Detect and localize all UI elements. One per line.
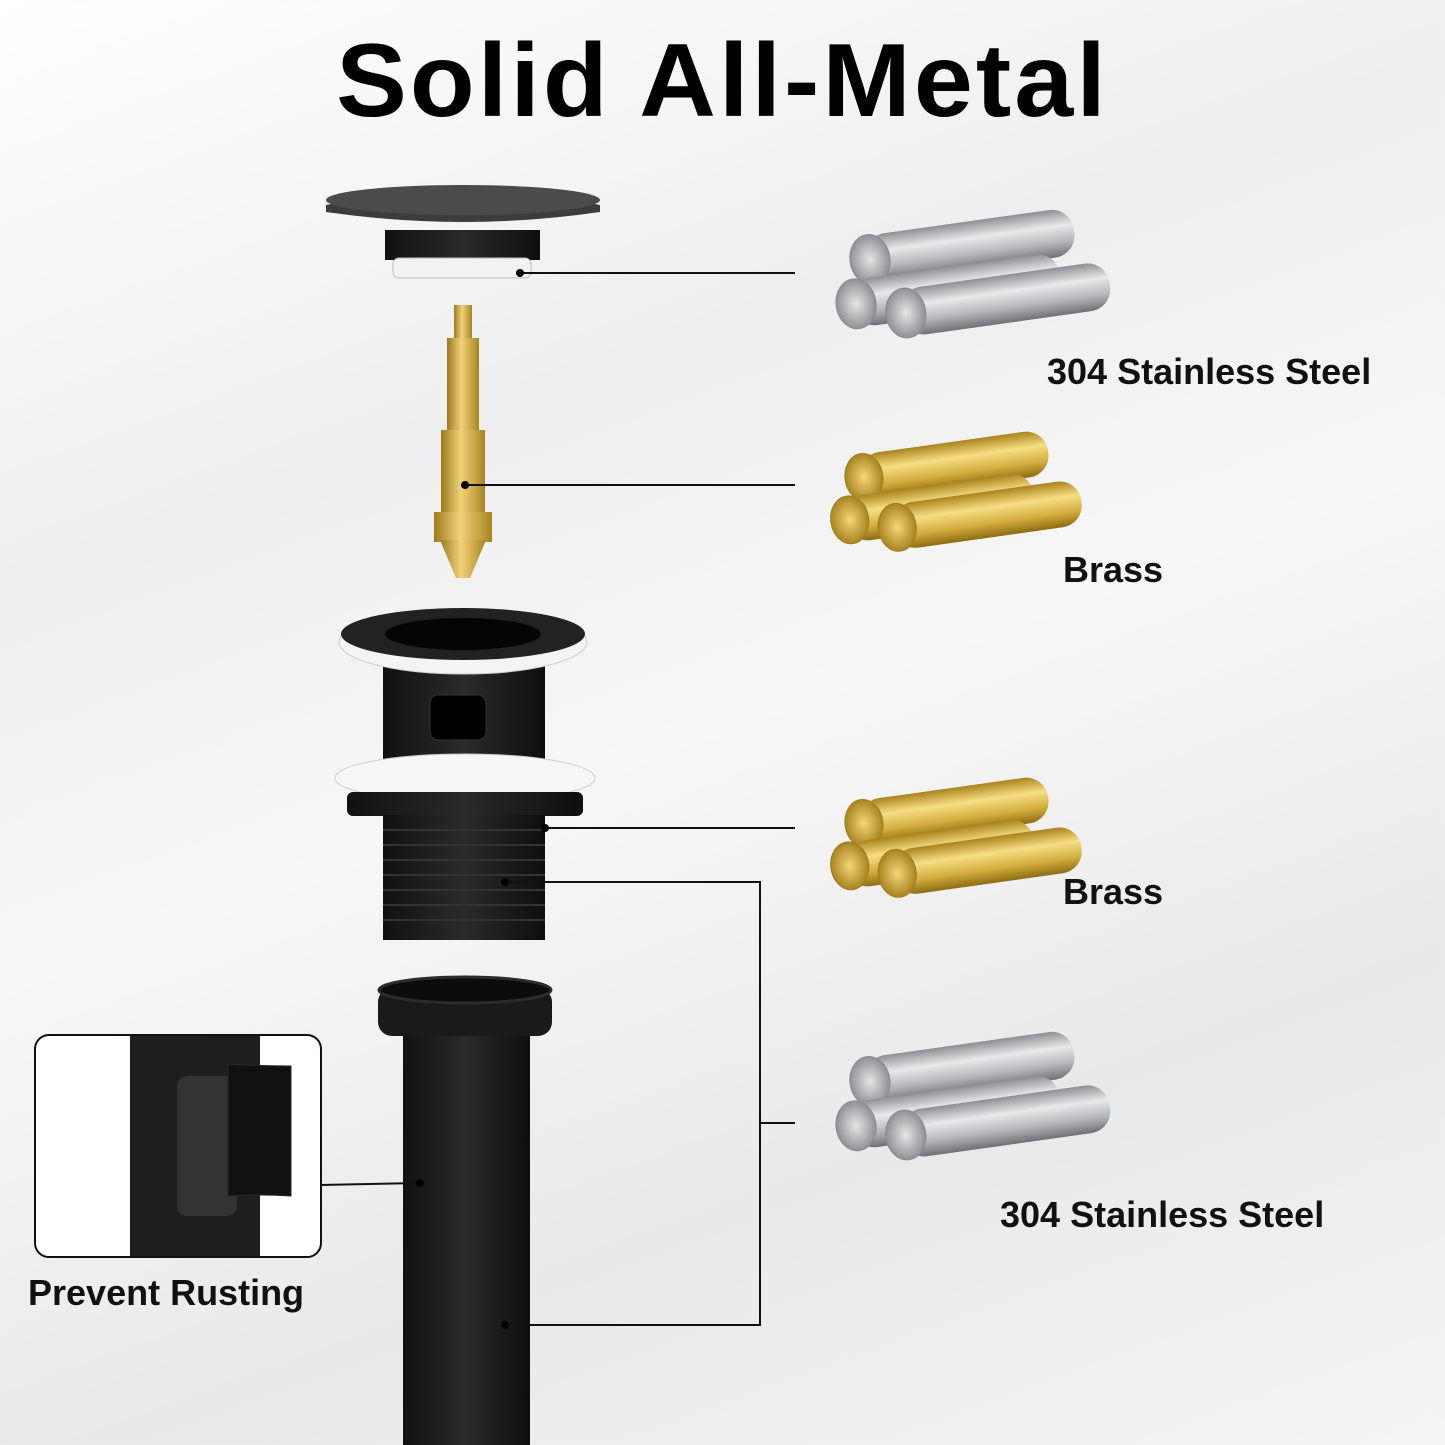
brass-rods-icon [827,427,1086,555]
steel-rods-icon [832,205,1114,342]
tailpipe-closeup [130,1036,292,1256]
prevent-rusting-inset [34,1034,322,1258]
material-label: 304 Stainless Steel [1000,1194,1325,1235]
brass-stem [434,305,492,578]
tailpipe [377,975,553,1445]
drain-body [334,608,596,940]
steel-rods-icon [832,1027,1114,1164]
leader-lines [319,272,795,1326]
brass-rods-icon [827,773,1086,901]
material-label: 304 Stainless Steel [1047,351,1372,392]
material-label: Brass [1063,549,1164,590]
stopper-cap [326,185,600,279]
page-title: Solid All-Metal [336,23,1109,139]
material-label: Brass [1063,871,1164,912]
inset-caption: Prevent Rusting [28,1272,305,1313]
